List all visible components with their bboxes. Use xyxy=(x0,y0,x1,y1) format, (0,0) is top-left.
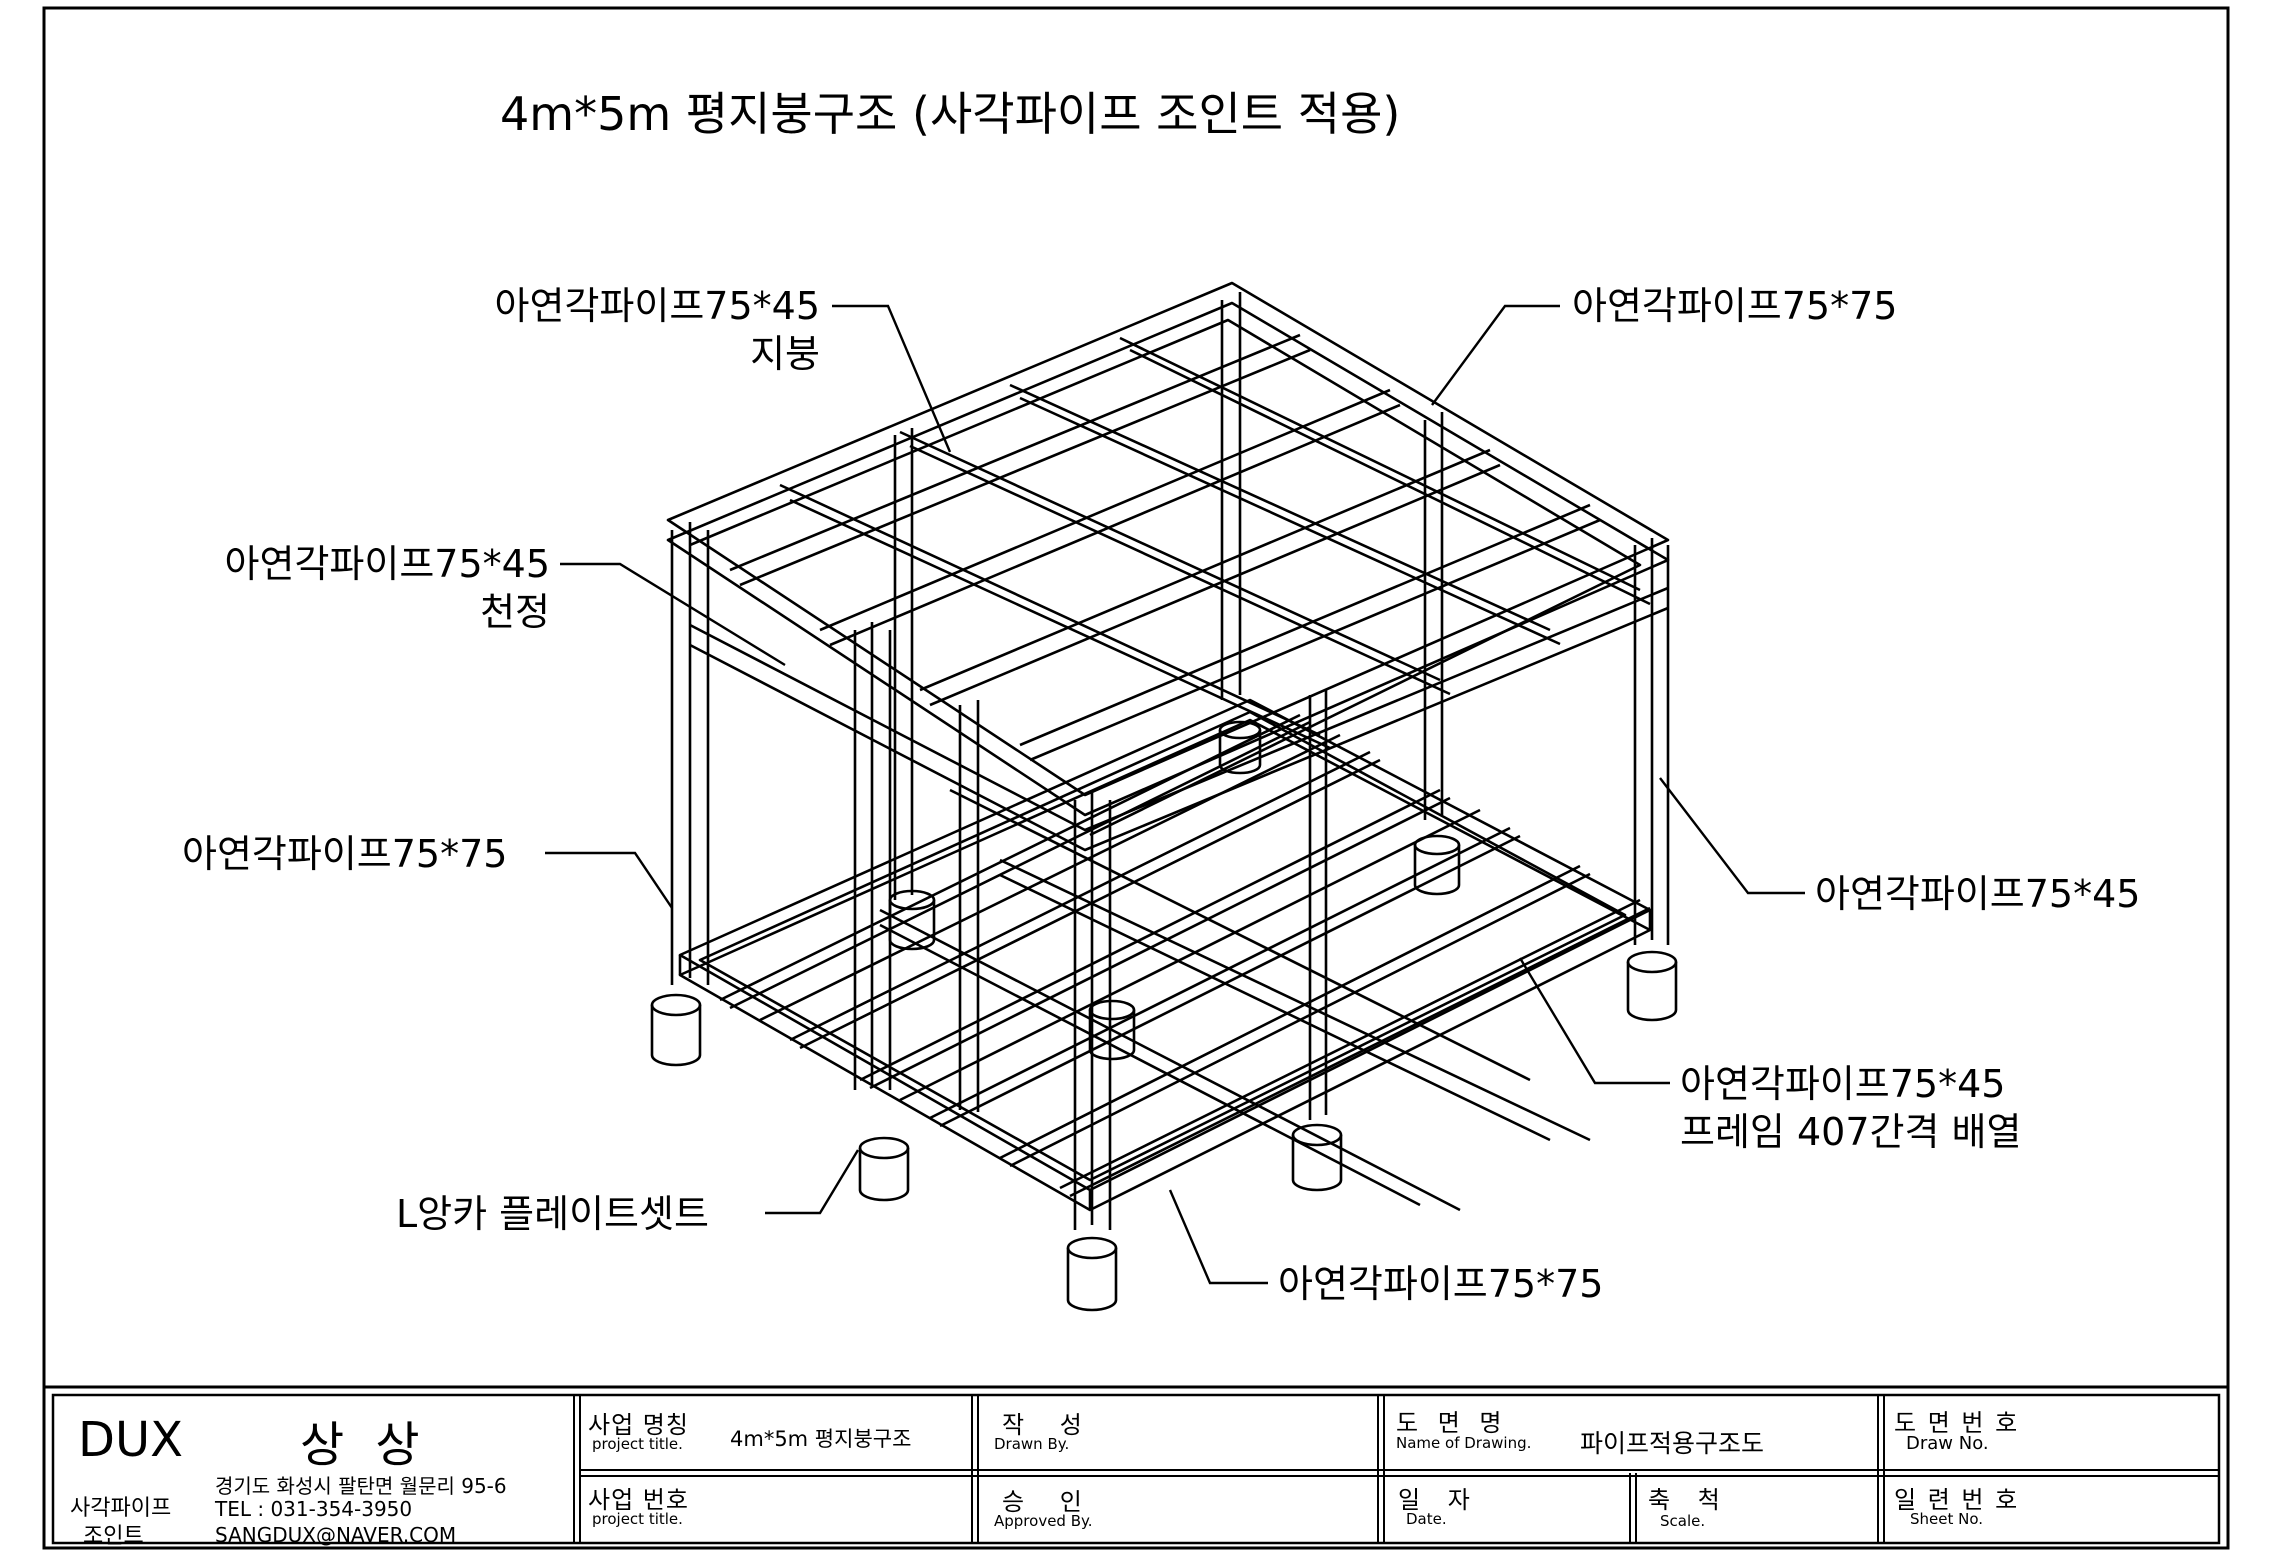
drawing-name-ko: 도 면 명 xyxy=(1396,1409,1508,1437)
callout-roof: 아연각파이프75*45 지붕 xyxy=(420,282,820,378)
callout-right-post-spec: 아연각파이프75*45 xyxy=(1815,872,2141,916)
sheet-no-en: Sheet No. xyxy=(1910,1510,1984,1528)
company-address: 경기도 화성시 팔탄면 월문리 95-6 xyxy=(215,1474,507,1498)
company-product-line2: 조인트 xyxy=(83,1524,144,1549)
project-title-value: 4m*5m 평지붕구조 xyxy=(730,1427,912,1451)
callout-roof-part: 지붕 xyxy=(750,332,820,376)
callout-right-post: 아연각파이프75*45 xyxy=(1815,870,2140,918)
callout-ceiling-part: 천정 xyxy=(480,590,550,634)
company-email: SANGDUX@NAVER.COM xyxy=(215,1523,457,1547)
footings xyxy=(650,720,1678,1312)
callout-left-post-spec: 아연각파이프75*75 xyxy=(182,832,508,876)
callout-left-post: 아연각파이프75*75 xyxy=(182,830,507,878)
company-name: 상 상 xyxy=(300,1417,428,1473)
date-en: Date. xyxy=(1406,1510,1447,1528)
drawn-by-ko: 작 성 xyxy=(1002,1411,1096,1439)
project-no-en: project title. xyxy=(592,1510,683,1528)
sheet-no-ko: 일 련 번 호 xyxy=(1894,1486,2020,1514)
posts xyxy=(670,292,1670,1230)
callout-frame: 아연각파이프75*45 프레임 407간격 배열 xyxy=(1680,1060,2021,1156)
project-no-ko: 사업 번호 xyxy=(588,1486,689,1514)
draw-no-ko: 도 면 번 호 xyxy=(1894,1409,2020,1437)
callout-frame-part: 프레임 407간격 배열 xyxy=(1680,1110,2022,1154)
callout-top-right-spec: 아연각파이프75*75 xyxy=(1572,284,1898,328)
approved-by-ko: 승 인 xyxy=(1002,1488,1096,1516)
callout-bottom-spec: 아연각파이프75*75 xyxy=(1278,1262,1604,1306)
draw-no-en: Draw No. xyxy=(1906,1433,1989,1454)
company-product-line1: 사각파이프 xyxy=(70,1496,172,1521)
drawing-title: 4m*5m 평지붕구조 (사각파이프 조인트 적용) xyxy=(500,87,1401,141)
company-brand: DUX xyxy=(78,1412,183,1468)
callout-ceiling-spec: 아연각파이프75*45 xyxy=(224,542,550,586)
callout-top-right: 아연각파이프75*75 xyxy=(1572,282,1897,330)
callout-frame-spec: 아연각파이프75*45 xyxy=(1680,1062,2006,1106)
drawn-by-en: Drawn By. xyxy=(994,1435,1070,1453)
sheet-border xyxy=(42,6,2230,1550)
company-tel: TEL : 031-354-3950 xyxy=(215,1497,413,1521)
leader-lines xyxy=(545,304,1805,1285)
project-title-ko: 사업 명칭 xyxy=(588,1411,689,1439)
callout-roof-spec: 아연각파이프75*45 xyxy=(494,284,820,328)
roof-rafters xyxy=(779,336,1651,750)
callout-anchor-spec: L앙카 플레이트셋트 xyxy=(396,1192,709,1236)
scale-en: Scale. xyxy=(1660,1512,1706,1530)
scale-ko: 축 척 xyxy=(1648,1486,1730,1514)
callout-anchor: L앙카 플레이트셋트 xyxy=(396,1190,709,1238)
approved-by-en: Approved By. xyxy=(994,1512,1093,1530)
project-title-en: project title. xyxy=(592,1435,683,1453)
drawing-name-en: Name of Drawing. xyxy=(1396,1434,1532,1452)
title-block-grid xyxy=(44,1385,2228,1545)
structure-isometric xyxy=(650,281,1678,1312)
date-ko: 일 자 xyxy=(1398,1486,1480,1514)
callout-ceiling: 아연각파이프75*45 천정 xyxy=(150,540,550,636)
roof-frame xyxy=(666,281,1670,852)
ceiling-purlins xyxy=(729,333,1601,762)
drawing-name-value: 파이프적용구조도 xyxy=(1580,1429,1765,1458)
callout-bottom: 아연각파이프75*75 xyxy=(1278,1260,1603,1308)
